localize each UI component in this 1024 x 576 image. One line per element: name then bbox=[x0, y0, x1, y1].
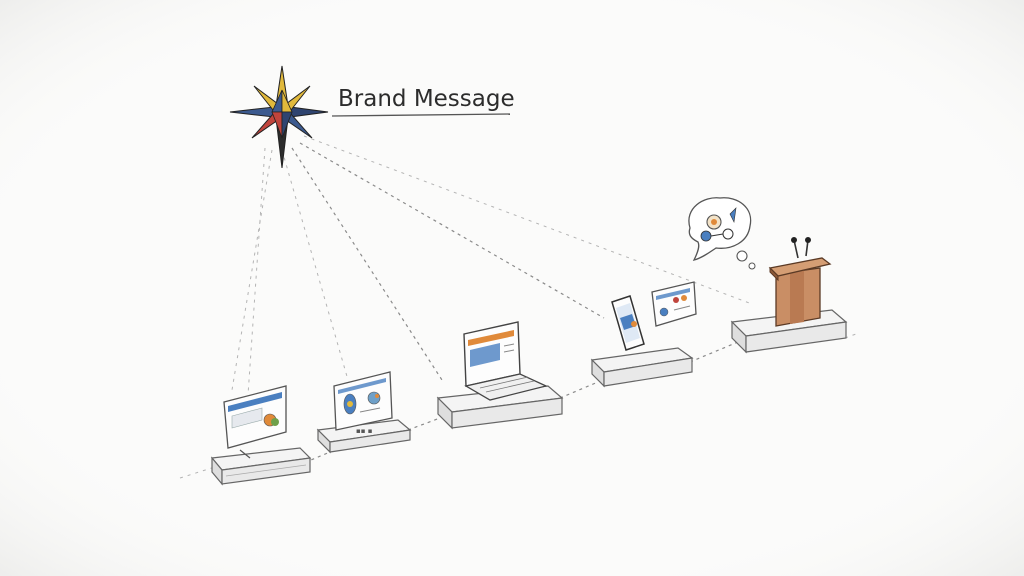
title-underline bbox=[331, 113, 511, 117]
billboard-icon bbox=[651, 281, 697, 327]
laptop-platform bbox=[436, 385, 564, 430]
laptop-icon bbox=[463, 321, 548, 401]
star-connection-lines bbox=[231, 135, 753, 396]
line-star-to-monitor-2 bbox=[247, 147, 266, 396]
svg-text:▪▪ ▪: ▪▪ ▪ bbox=[356, 427, 373, 435]
tablet-platform: ▪▪ ▪ bbox=[316, 419, 412, 454]
line-star-to-phone bbox=[299, 142, 605, 319]
ground-line-2 bbox=[407, 417, 441, 431]
compass-star-icon bbox=[229, 65, 329, 169]
podium-icon bbox=[768, 237, 832, 327]
speech-bubble-icon bbox=[688, 197, 756, 270]
diagram-title: Brand Message bbox=[338, 86, 515, 112]
tablet-icon bbox=[333, 371, 393, 431]
smartphone-icon bbox=[611, 295, 645, 351]
monitor-platform bbox=[210, 447, 312, 486]
monitor-icon bbox=[223, 385, 287, 459]
ground-line-4 bbox=[689, 341, 739, 363]
ground-line-5 bbox=[844, 333, 857, 339]
phone-platform bbox=[590, 347, 694, 388]
line-star-to-monitor bbox=[231, 149, 273, 391]
